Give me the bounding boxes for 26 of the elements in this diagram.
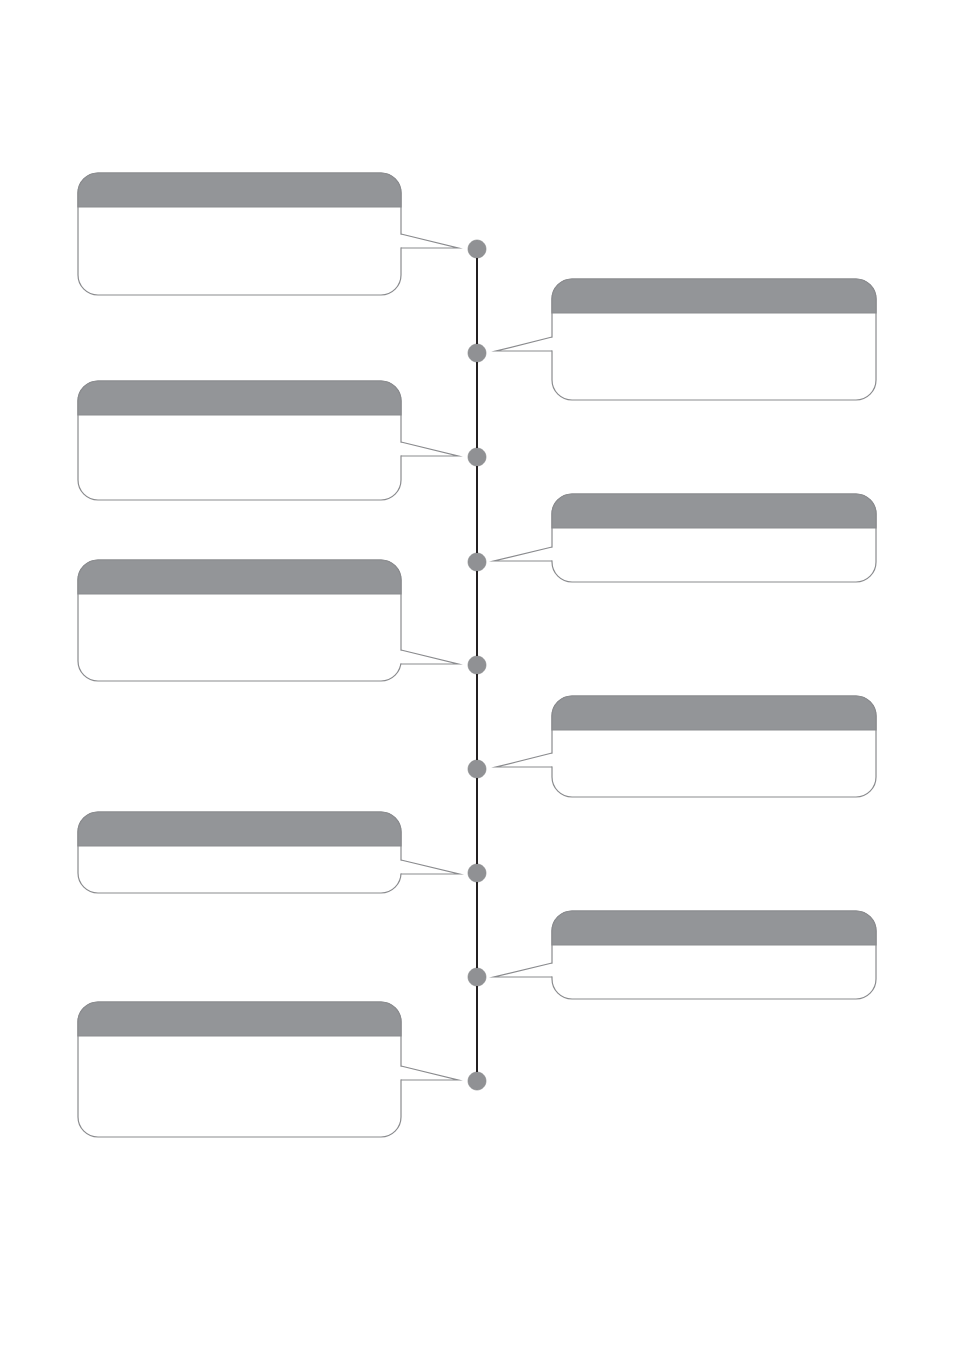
timeline-dot [467, 1071, 487, 1091]
timeline-line [476, 361, 478, 449]
timeline-dot [467, 239, 487, 259]
timeline-dot [467, 967, 487, 987]
timeline-dot [467, 447, 487, 467]
timeline-line [476, 673, 478, 761]
timeline-dot [467, 655, 487, 675]
callout-box [77, 1001, 463, 1138]
timeline-dot [467, 863, 487, 883]
callout-box [77, 811, 465, 894]
callout-box [491, 278, 877, 401]
callout-box [77, 172, 463, 296]
timeline-line [476, 465, 478, 554]
timeline-dot [467, 759, 487, 779]
timeline-line [476, 257, 478, 345]
callout-box [488, 493, 877, 583]
timeline-line [476, 570, 478, 657]
callout-box [491, 695, 877, 798]
callout-box [77, 559, 463, 682]
timeline-line [476, 777, 478, 865]
timeline-line [476, 985, 478, 1073]
timeline-line [476, 881, 478, 969]
callout-box [488, 910, 877, 1000]
timeline-dot [467, 552, 487, 572]
callout-box [77, 380, 463, 501]
timeline-dot [467, 343, 487, 363]
